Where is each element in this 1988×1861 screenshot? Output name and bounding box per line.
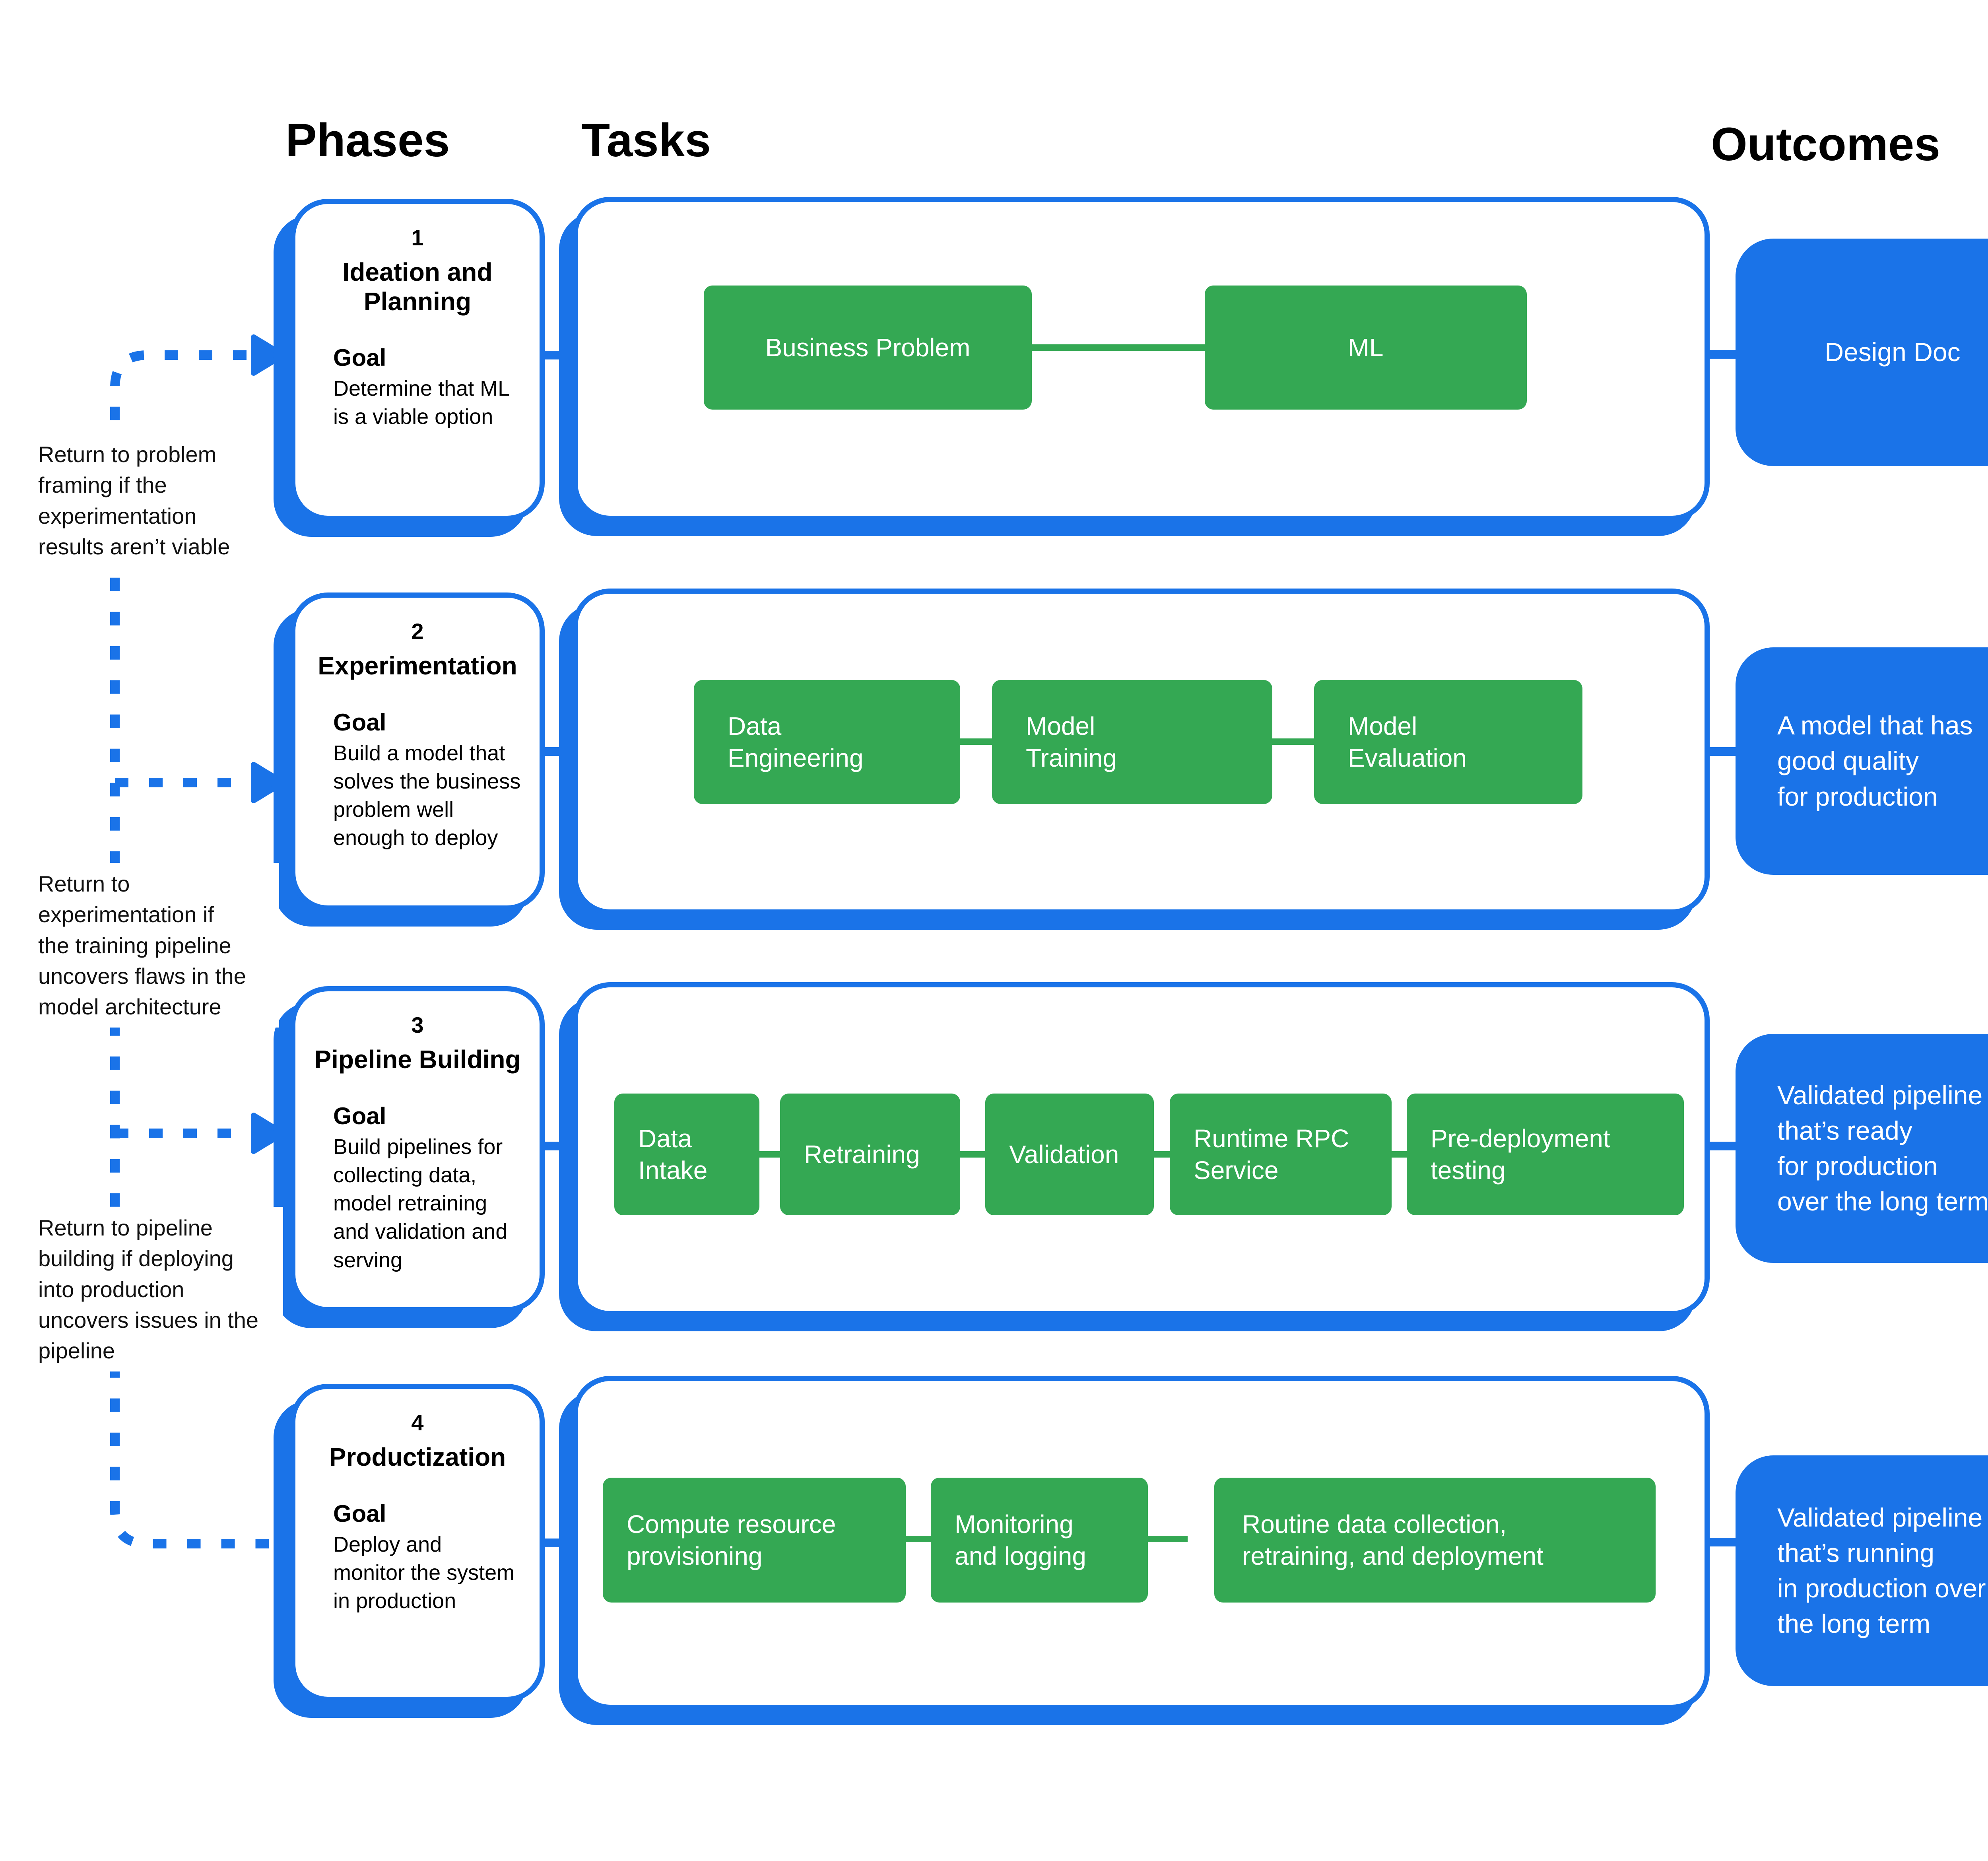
connector-task-task	[960, 738, 992, 745]
outcome-box-model-quality: A model that has good quality for produc…	[1736, 647, 1988, 875]
connector-task-task	[1032, 344, 1205, 351]
goal-text: Determine that ML is a viable option	[333, 377, 510, 429]
connector-task-task	[906, 1536, 931, 1542]
arrow-right-icon	[251, 1113, 286, 1154]
annotation-return-pipeline-building: Return to pipeline building if deploying…	[36, 1207, 283, 1372]
task-box: Business Problem	[704, 286, 1032, 410]
task-box: Model Evaluation	[1314, 680, 1582, 804]
phase-card-pipeline-building: 3 Pipeline Building Goal Build pipelines…	[290, 986, 545, 1312]
goal-text: Deploy and monitor the system in product…	[333, 1532, 515, 1613]
task-box: Data Intake	[614, 1094, 759, 1215]
connector-phase-tasks	[544, 1539, 576, 1547]
phase-title: Experimentation	[318, 651, 517, 680]
outcome-box-validated-pipeline-ready: Validated pipeline that’s ready for prod…	[1736, 1034, 1988, 1263]
task-box: Validation	[985, 1094, 1154, 1215]
phase-title: Pipeline Building	[314, 1045, 521, 1074]
column-header-outcomes: Outcomes	[1711, 118, 1941, 171]
goal-text: Build pipelines for collecting data, mod…	[333, 1134, 508, 1272]
connector-phase-tasks	[544, 1142, 576, 1150]
phase-number: 3	[411, 1012, 424, 1037]
task-box: Retraining	[780, 1094, 960, 1215]
connector-task-task	[1148, 1536, 1188, 1542]
outcome-box-design-doc: Design Doc	[1736, 239, 1988, 466]
phase-title: Ideation and Planning	[342, 258, 493, 316]
phase-number: 1	[411, 225, 424, 250]
column-header-phases: Phases	[285, 114, 450, 167]
column-header-tasks: Tasks	[581, 114, 711, 167]
arrow-right-icon	[251, 762, 286, 803]
connector-task-task	[1272, 738, 1314, 745]
goal-label: Goal	[333, 1102, 386, 1129]
connector-task-task	[1392, 1151, 1407, 1158]
connector-phase-tasks	[544, 747, 576, 756]
task-box: Monitoring and logging	[931, 1478, 1148, 1603]
task-box: Routine data collection, retraining, and…	[1214, 1478, 1656, 1603]
phase-title: Productization	[329, 1443, 506, 1471]
arrow-right-icon	[251, 334, 286, 376]
task-box: Runtime RPC Service	[1170, 1094, 1392, 1215]
annotation-return-problem-framing: Return to problem framing if the experim…	[36, 433, 267, 568]
connector-task-task	[960, 1151, 985, 1158]
goal-text: Build a model that solves the business p…	[333, 741, 521, 850]
task-box: ML	[1205, 286, 1527, 410]
task-box: Pre-deployment testing	[1407, 1094, 1684, 1215]
connector-task-task	[1154, 1151, 1170, 1158]
task-box: Data Engineering	[694, 680, 960, 804]
connector-tasks-outcome	[1708, 747, 1738, 756]
phase-number: 4	[411, 1410, 424, 1435]
connector-phase-tasks	[544, 351, 576, 359]
phase-card-experimentation: 2 Experimentation Goal Build a model tha…	[290, 592, 545, 911]
task-box: Compute resource provisioning	[603, 1478, 906, 1603]
connector-tasks-outcome	[1708, 1142, 1738, 1150]
outcome-box-validated-pipeline-running: Validated pipeline that’s running in pro…	[1736, 1455, 1988, 1686]
connector-tasks-outcome	[1708, 350, 1738, 359]
phase-number: 2	[411, 619, 424, 644]
phase-card-productization: 4 Productization Goal Deploy and monitor…	[290, 1384, 545, 1702]
annotation-return-experimentation: Return to experimentation if the trainin…	[36, 863, 279, 1028]
goal-label: Goal	[333, 709, 386, 736]
connector-task-task	[759, 1151, 780, 1158]
phase-card-ideation: 1 Ideation and Planning Goal Determine t…	[290, 199, 545, 521]
task-box: Model Training	[992, 680, 1272, 804]
connector-tasks-outcome	[1708, 1538, 1738, 1546]
goal-label: Goal	[333, 1500, 386, 1527]
goal-label: Goal	[333, 344, 386, 371]
